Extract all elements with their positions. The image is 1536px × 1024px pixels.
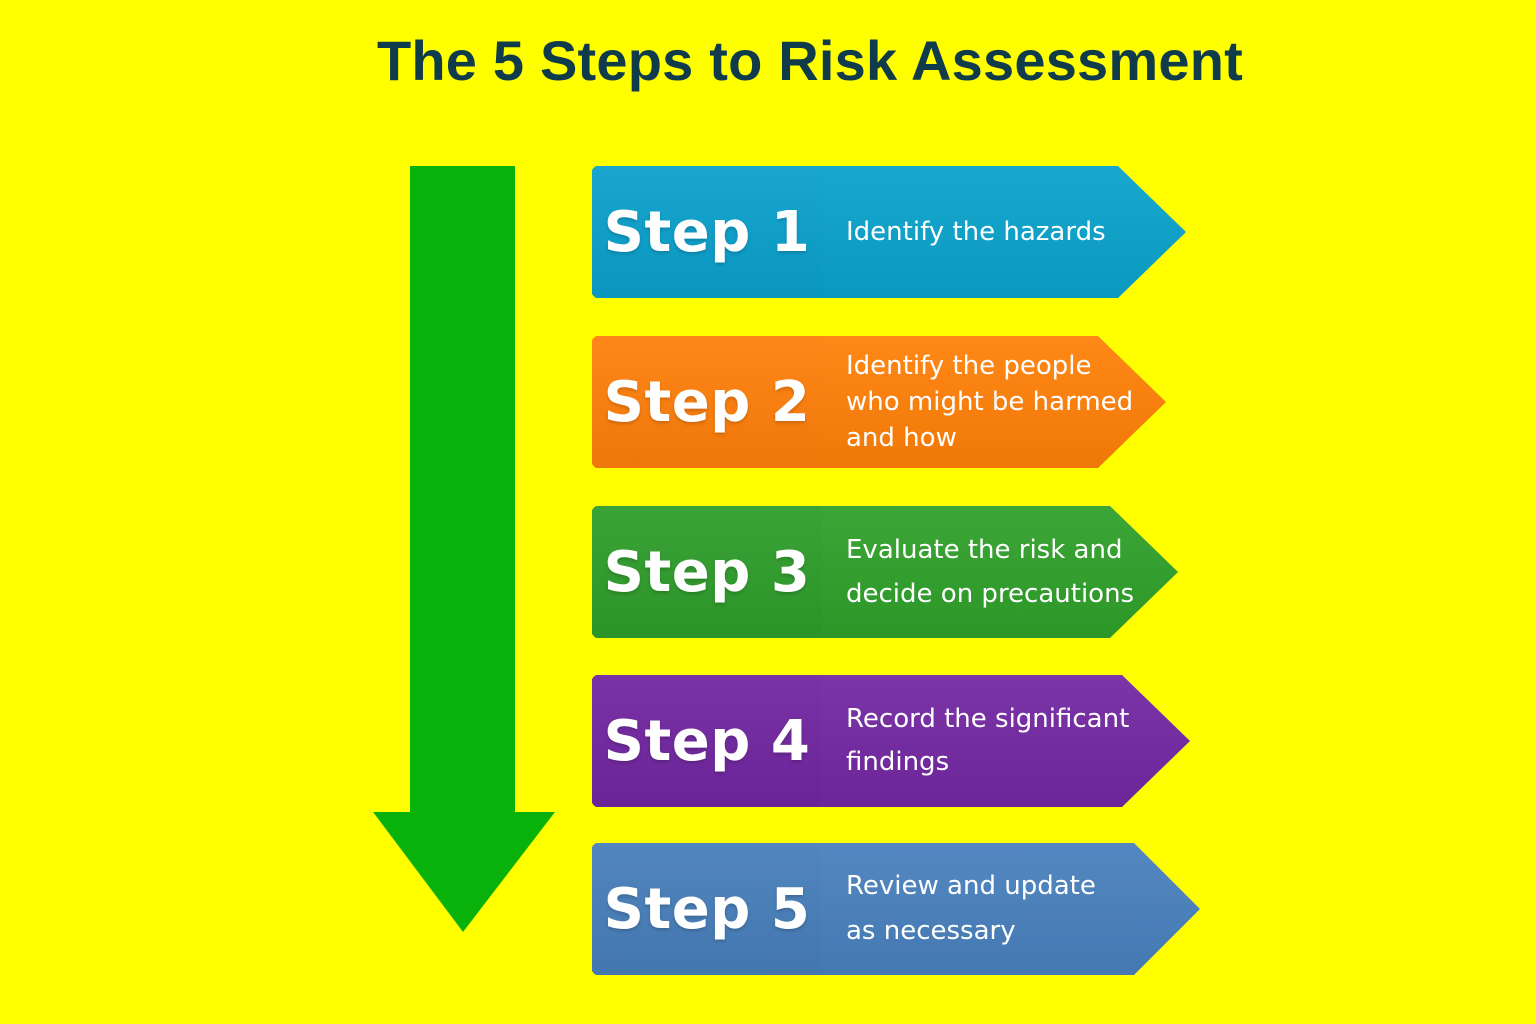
- step-4-label: Step 4: [603, 708, 811, 774]
- step-5-line-1: Review and update: [846, 871, 1096, 901]
- step-4-description: Record the significant findings: [846, 675, 1129, 807]
- step-2-line-3: and how: [846, 423, 957, 453]
- step-1-arrow-shape: [592, 166, 1186, 298]
- step-2-line-1: Identify the people: [846, 351, 1092, 381]
- page-title: The 5 Steps to Risk Assessment: [376, 29, 1243, 92]
- step-3-banner: Step 3 Evaluate the risk and decide on p…: [592, 506, 1184, 638]
- down-arrow-shape: [373, 166, 555, 932]
- step-1-description: Identify the hazards: [846, 166, 1106, 298]
- step-4-line-1: Record the significant: [846, 704, 1130, 734]
- step-4-arrow-shape: [592, 675, 1190, 807]
- step-1-banner: Step 1 Identify the hazards: [592, 166, 1192, 298]
- step-2-label: Step 2: [603, 369, 811, 435]
- step-5-description: Review and update as necessary: [846, 843, 1096, 975]
- step-2-arrow-shape: [592, 336, 1166, 468]
- step-1-line-1: Identify the hazards: [846, 217, 1106, 247]
- step-3-line-2: decide on precautions: [846, 579, 1135, 609]
- step-5-label: Step 5: [603, 876, 811, 942]
- step-1-label: Step 1: [603, 199, 811, 265]
- step-5-banner: Step 5 Review and update as necessary: [592, 843, 1206, 975]
- step-2-description: Identify the people who might be harmed …: [846, 336, 1133, 468]
- step-5-line-2: as necessary: [846, 916, 1016, 946]
- step-3-line-1: Evaluate the risk and: [846, 535, 1123, 565]
- step-4-line-2: findings: [846, 747, 950, 777]
- step-2-line-2: who might be harmed: [846, 387, 1134, 417]
- step-4-banner: Step 4 Record the significant findings: [592, 675, 1196, 807]
- step-3-label: Step 3: [603, 539, 811, 605]
- step-3-arrow-shape: [592, 506, 1178, 638]
- down-arrow-icon: [373, 166, 555, 932]
- step-3-description: Evaluate the risk and decide on precauti…: [846, 506, 1134, 638]
- step-5-arrow-shape: [592, 843, 1200, 975]
- step-2-banner: Step 2 Identify the people who might be …: [592, 336, 1172, 468]
